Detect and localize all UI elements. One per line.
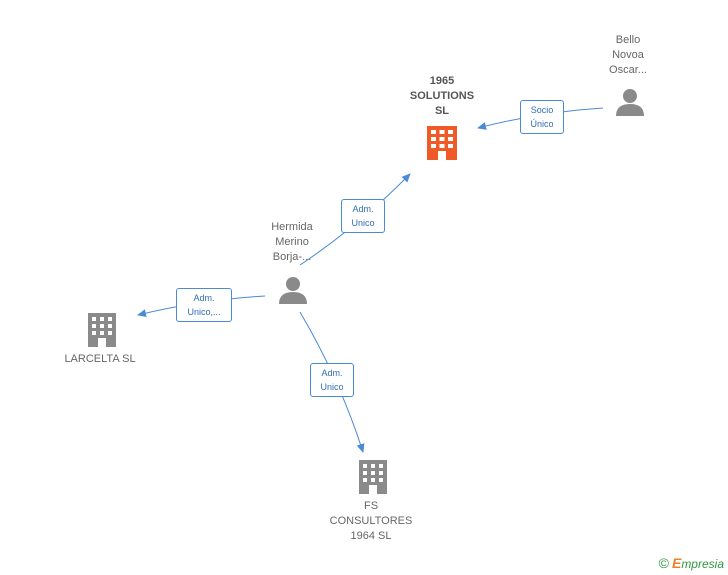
- edge-label-socio-unico: Socio Único: [520, 100, 564, 134]
- node-label-hermida[interactable]: Hermida Merino Borja-...: [271, 221, 313, 263]
- building-icon[interactable]: [88, 313, 116, 347]
- edge-label-adm-unico: Adm. Unico: [341, 199, 385, 233]
- copyright-icon: ©: [658, 555, 669, 571]
- footer-brand: ©Empresia: [659, 555, 724, 571]
- node-label-fs-consultores[interactable]: FS CONSULTORES 1964 SL: [329, 500, 413, 542]
- person-icon[interactable]: [279, 277, 307, 304]
- node-label-1965-solutions[interactable]: 1965 SOLUTIONS SL: [409, 75, 475, 117]
- node-label-larcelta[interactable]: LARCELTA SL: [64, 353, 136, 365]
- edge-label-adm-unico: Adm. Unico: [310, 363, 354, 397]
- building-icon[interactable]: [359, 460, 387, 494]
- edge-label-adm-unico: Adm. Unico,...: [176, 288, 232, 322]
- brand-name: mpresia: [681, 557, 724, 571]
- brand-initial: E: [671, 555, 682, 571]
- building-icon[interactable]: [427, 126, 457, 160]
- person-icon[interactable]: [616, 89, 644, 116]
- node-label-bello[interactable]: Bello Novoa Oscar...: [609, 34, 647, 76]
